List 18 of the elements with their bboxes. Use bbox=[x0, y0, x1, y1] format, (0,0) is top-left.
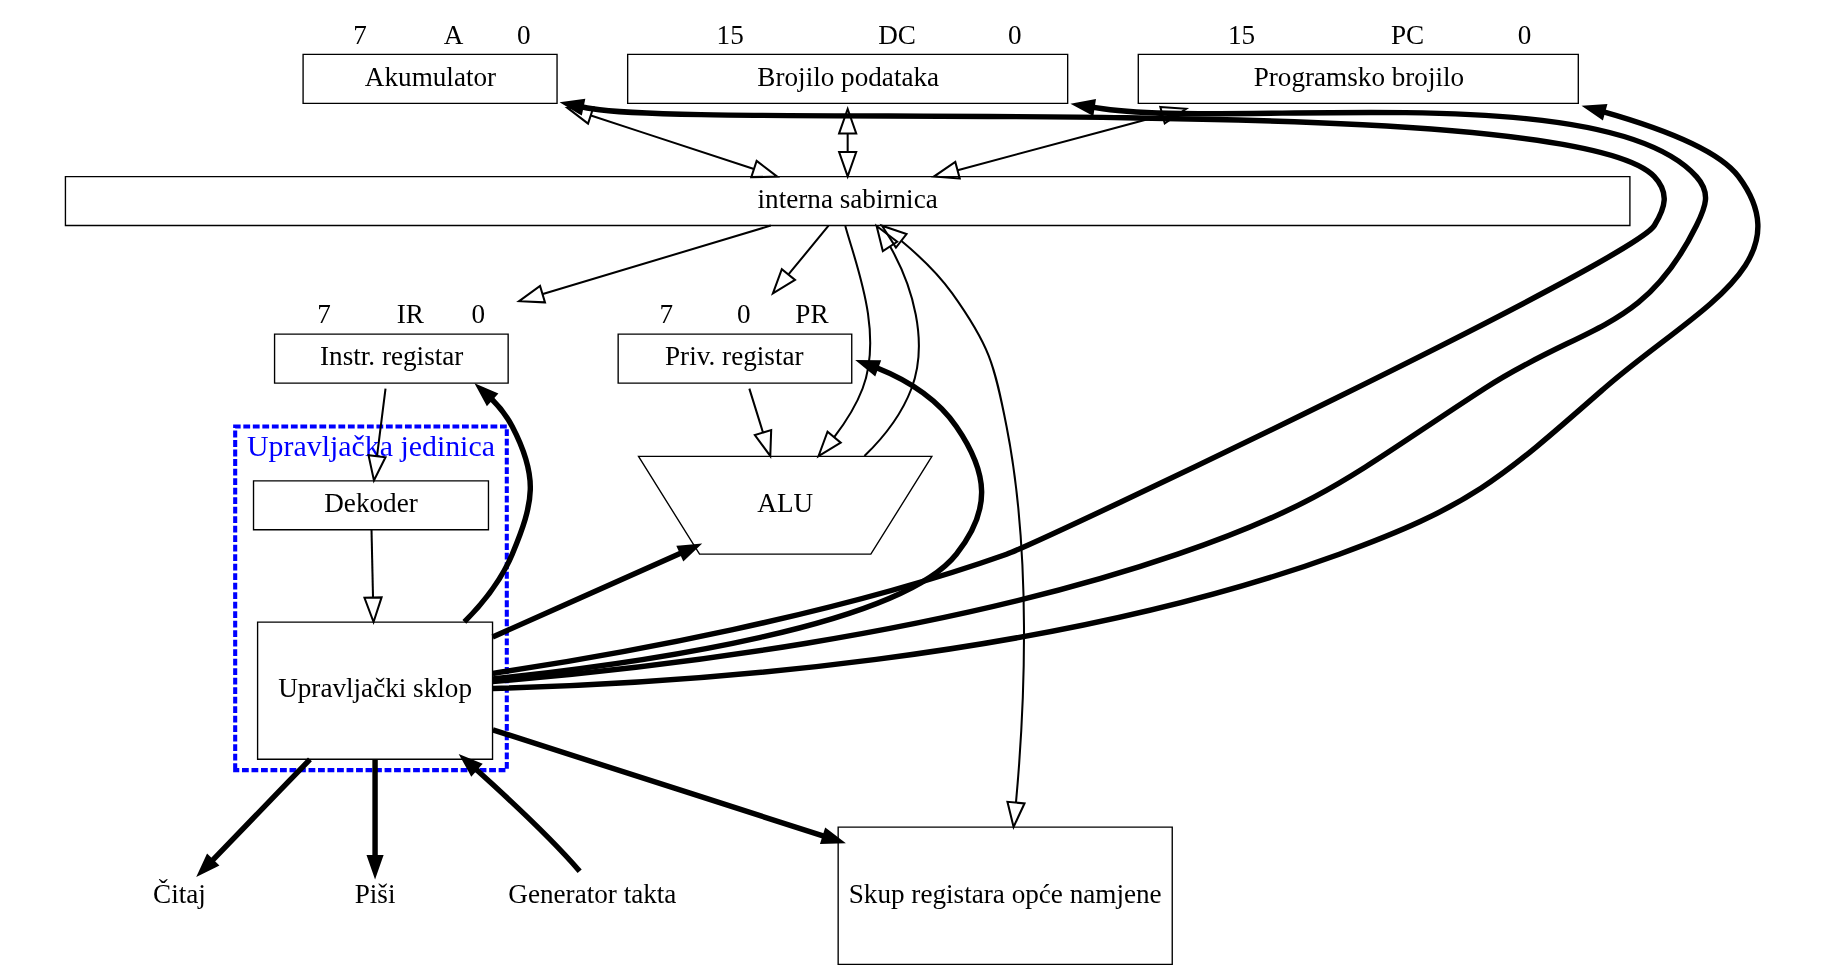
node-text: Piši bbox=[354, 878, 395, 909]
node-label: 0 bbox=[1007, 19, 1021, 50]
node-label: 0 bbox=[470, 299, 485, 330]
node-text: Čitaj bbox=[152, 878, 206, 909]
node-label: 15 bbox=[1227, 19, 1255, 50]
node-label: 0 bbox=[1517, 19, 1531, 50]
node-label: 7 bbox=[316, 299, 331, 330]
node-label: PR bbox=[794, 299, 829, 330]
node-label: 7 bbox=[659, 299, 673, 330]
node-label: PC bbox=[1390, 19, 1424, 50]
node-label: A bbox=[443, 19, 463, 50]
node-label: 7 bbox=[352, 19, 367, 50]
node-label: IR bbox=[396, 299, 424, 330]
node-text: Generator takta bbox=[507, 878, 676, 909]
node-label: 0 bbox=[736, 299, 751, 330]
node-label: 15 bbox=[716, 19, 744, 50]
node-label: 0 bbox=[516, 19, 531, 50]
node-label: DC bbox=[877, 19, 916, 50]
